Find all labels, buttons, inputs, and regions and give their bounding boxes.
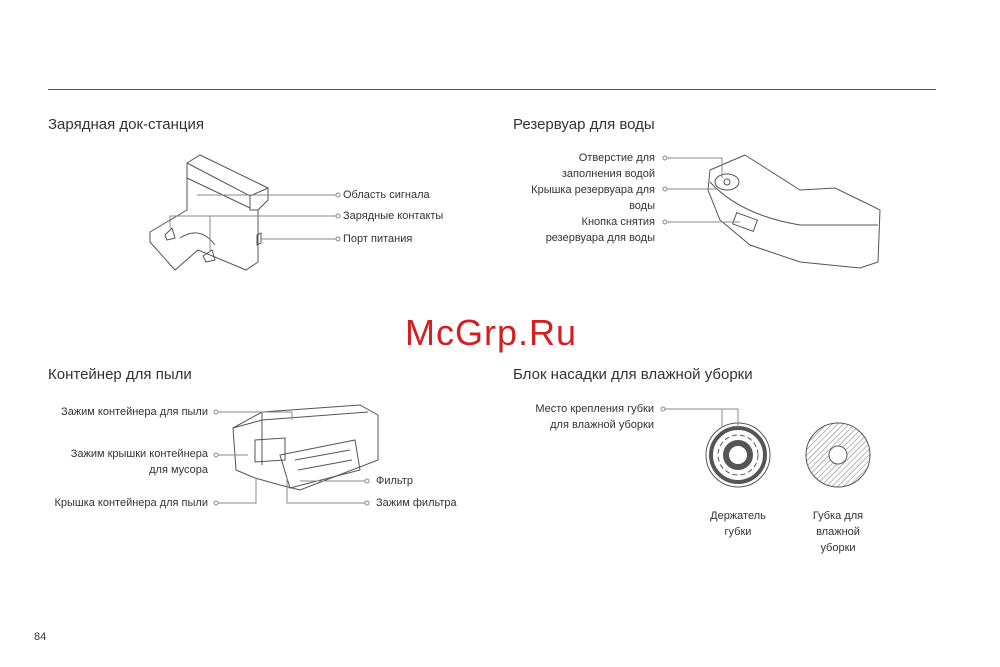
mop-leaders [660, 406, 739, 428]
label-line: Зажим крышки контейнера [70, 448, 208, 460]
label-line: резервуара для воды [545, 232, 655, 244]
label-line: Отверстие для [578, 152, 655, 164]
label-line: губки [724, 526, 752, 538]
label-mop-sponge: Губка для влажной уборки [798, 508, 878, 556]
watermark: McGrp.Ru [405, 312, 578, 353]
label-line: Держатель [710, 510, 766, 522]
label-charging-contacts: Зарядные контакты [343, 210, 444, 222]
label-bin-latch: Зажим контейнера для пыли [61, 406, 208, 418]
label-signal-area: Область сигнала [343, 189, 430, 201]
label-bin-lid: Крышка контейнера для пыли [54, 497, 208, 509]
label-tank-lid: Крышка резервуара для воды [531, 182, 655, 214]
label-line: для влажной уборки [550, 419, 654, 431]
top-rule [48, 89, 936, 90]
label-line: заполнения водой [561, 168, 655, 180]
dock-illustration [149, 154, 269, 271]
label-line: Губка для [812, 510, 864, 522]
label-filter: Фильтр [376, 475, 413, 487]
label-line: уборки [820, 542, 856, 554]
label-line: воды [629, 200, 655, 212]
label-filter-latch: Зажим фильтра [376, 497, 457, 509]
dock-leaders [169, 192, 341, 252]
dust-bin-leaders [213, 409, 370, 506]
mop-title: Блок насадки для влажной уборки [513, 366, 753, 383]
water-tank-illustration [707, 154, 881, 269]
label-power-port: Порт питания [343, 233, 413, 245]
label-sponge-mount: Место крепления губки для влажной уборки [535, 401, 654, 433]
label-bin-lid-latch: Зажим крышки контейнера для мусора [71, 446, 208, 478]
dust-bin-illustration [232, 404, 379, 491]
dock-title: Зарядная док-станция [48, 116, 204, 133]
label-release-button: Кнопка снятия резервуара для воды [546, 214, 655, 246]
page-number: 84 [34, 631, 47, 643]
water-tank-leaders [662, 155, 740, 225]
label-fill-opening: Отверстие для заполнения водой [562, 150, 655, 182]
water-tank-title: Резервуар для воды [513, 116, 655, 133]
label-line: для мусора [149, 464, 208, 476]
dust-bin-title: Контейнер для пыли [48, 366, 192, 383]
label-sponge-holder: Держатель губки [698, 508, 778, 540]
mop-sponge-illustration [805, 422, 871, 488]
label-line: влажной [816, 526, 860, 538]
label-line: Место крепления губки [535, 403, 654, 415]
label-line: Крышка резервуара для [531, 184, 655, 196]
label-line: Кнопка снятия [581, 216, 655, 228]
mop-holder-illustration [705, 422, 771, 488]
